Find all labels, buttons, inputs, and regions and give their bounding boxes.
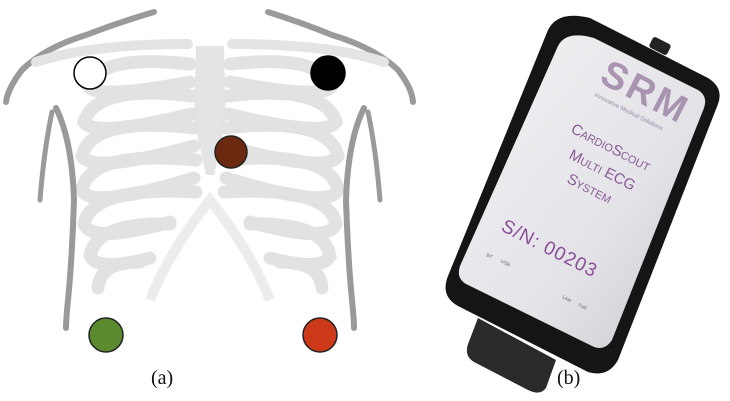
caption-b: (b) [557, 367, 580, 390]
ribs-right [224, 62, 338, 288]
torso-right-outline-arm [368, 112, 380, 200]
electrode-right-arm [74, 57, 106, 89]
caption-a: (a) [151, 367, 173, 390]
electrode-left-leg [303, 318, 337, 352]
torso-left-outline [56, 108, 74, 328]
torso-diagram [6, 12, 413, 352]
torso-right-outline [346, 108, 364, 328]
electrode-left-arm [311, 56, 345, 90]
ribs-left [82, 62, 196, 288]
torso-left-outline-arm [40, 112, 52, 200]
costal-arch [150, 200, 270, 300]
ecg-device: SRM Innovative Medical Solutions CardioS… [446, 16, 720, 393]
electrode-chest [215, 136, 247, 168]
electrode-right-leg [89, 318, 123, 352]
